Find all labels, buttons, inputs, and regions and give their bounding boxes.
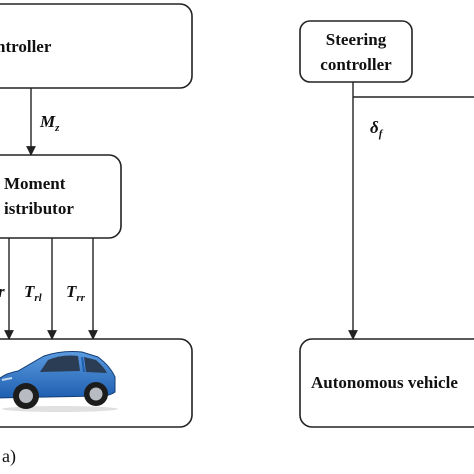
steering-controller-label-line1: Steering: [326, 30, 387, 49]
steering-controller-label-line2: controller: [320, 55, 392, 74]
autonomous-vehicle-label: Autonomous vehicle: [311, 373, 458, 392]
mz-signal-label: Mz: [39, 112, 60, 134]
autonomous-vehicle-box: [299, 338, 474, 428]
panel-tag: a): [2, 446, 16, 467]
controller-box: [0, 3, 193, 89]
delta-signal-label: δf: [370, 118, 384, 140]
torque-label-partial: r: [0, 282, 5, 301]
steering-controller-box: [299, 20, 413, 83]
moment-distributor-label-line2: istributor: [4, 199, 74, 218]
controller-label: ntroller: [0, 37, 52, 56]
moment-distributor-label-line1: Moment: [4, 174, 66, 193]
torque-label-rr: Trr: [66, 282, 86, 304]
torque-label-rl: Trl: [24, 282, 43, 304]
moment-distributor-box: [0, 154, 122, 239]
car-illustration: [0, 351, 118, 412]
